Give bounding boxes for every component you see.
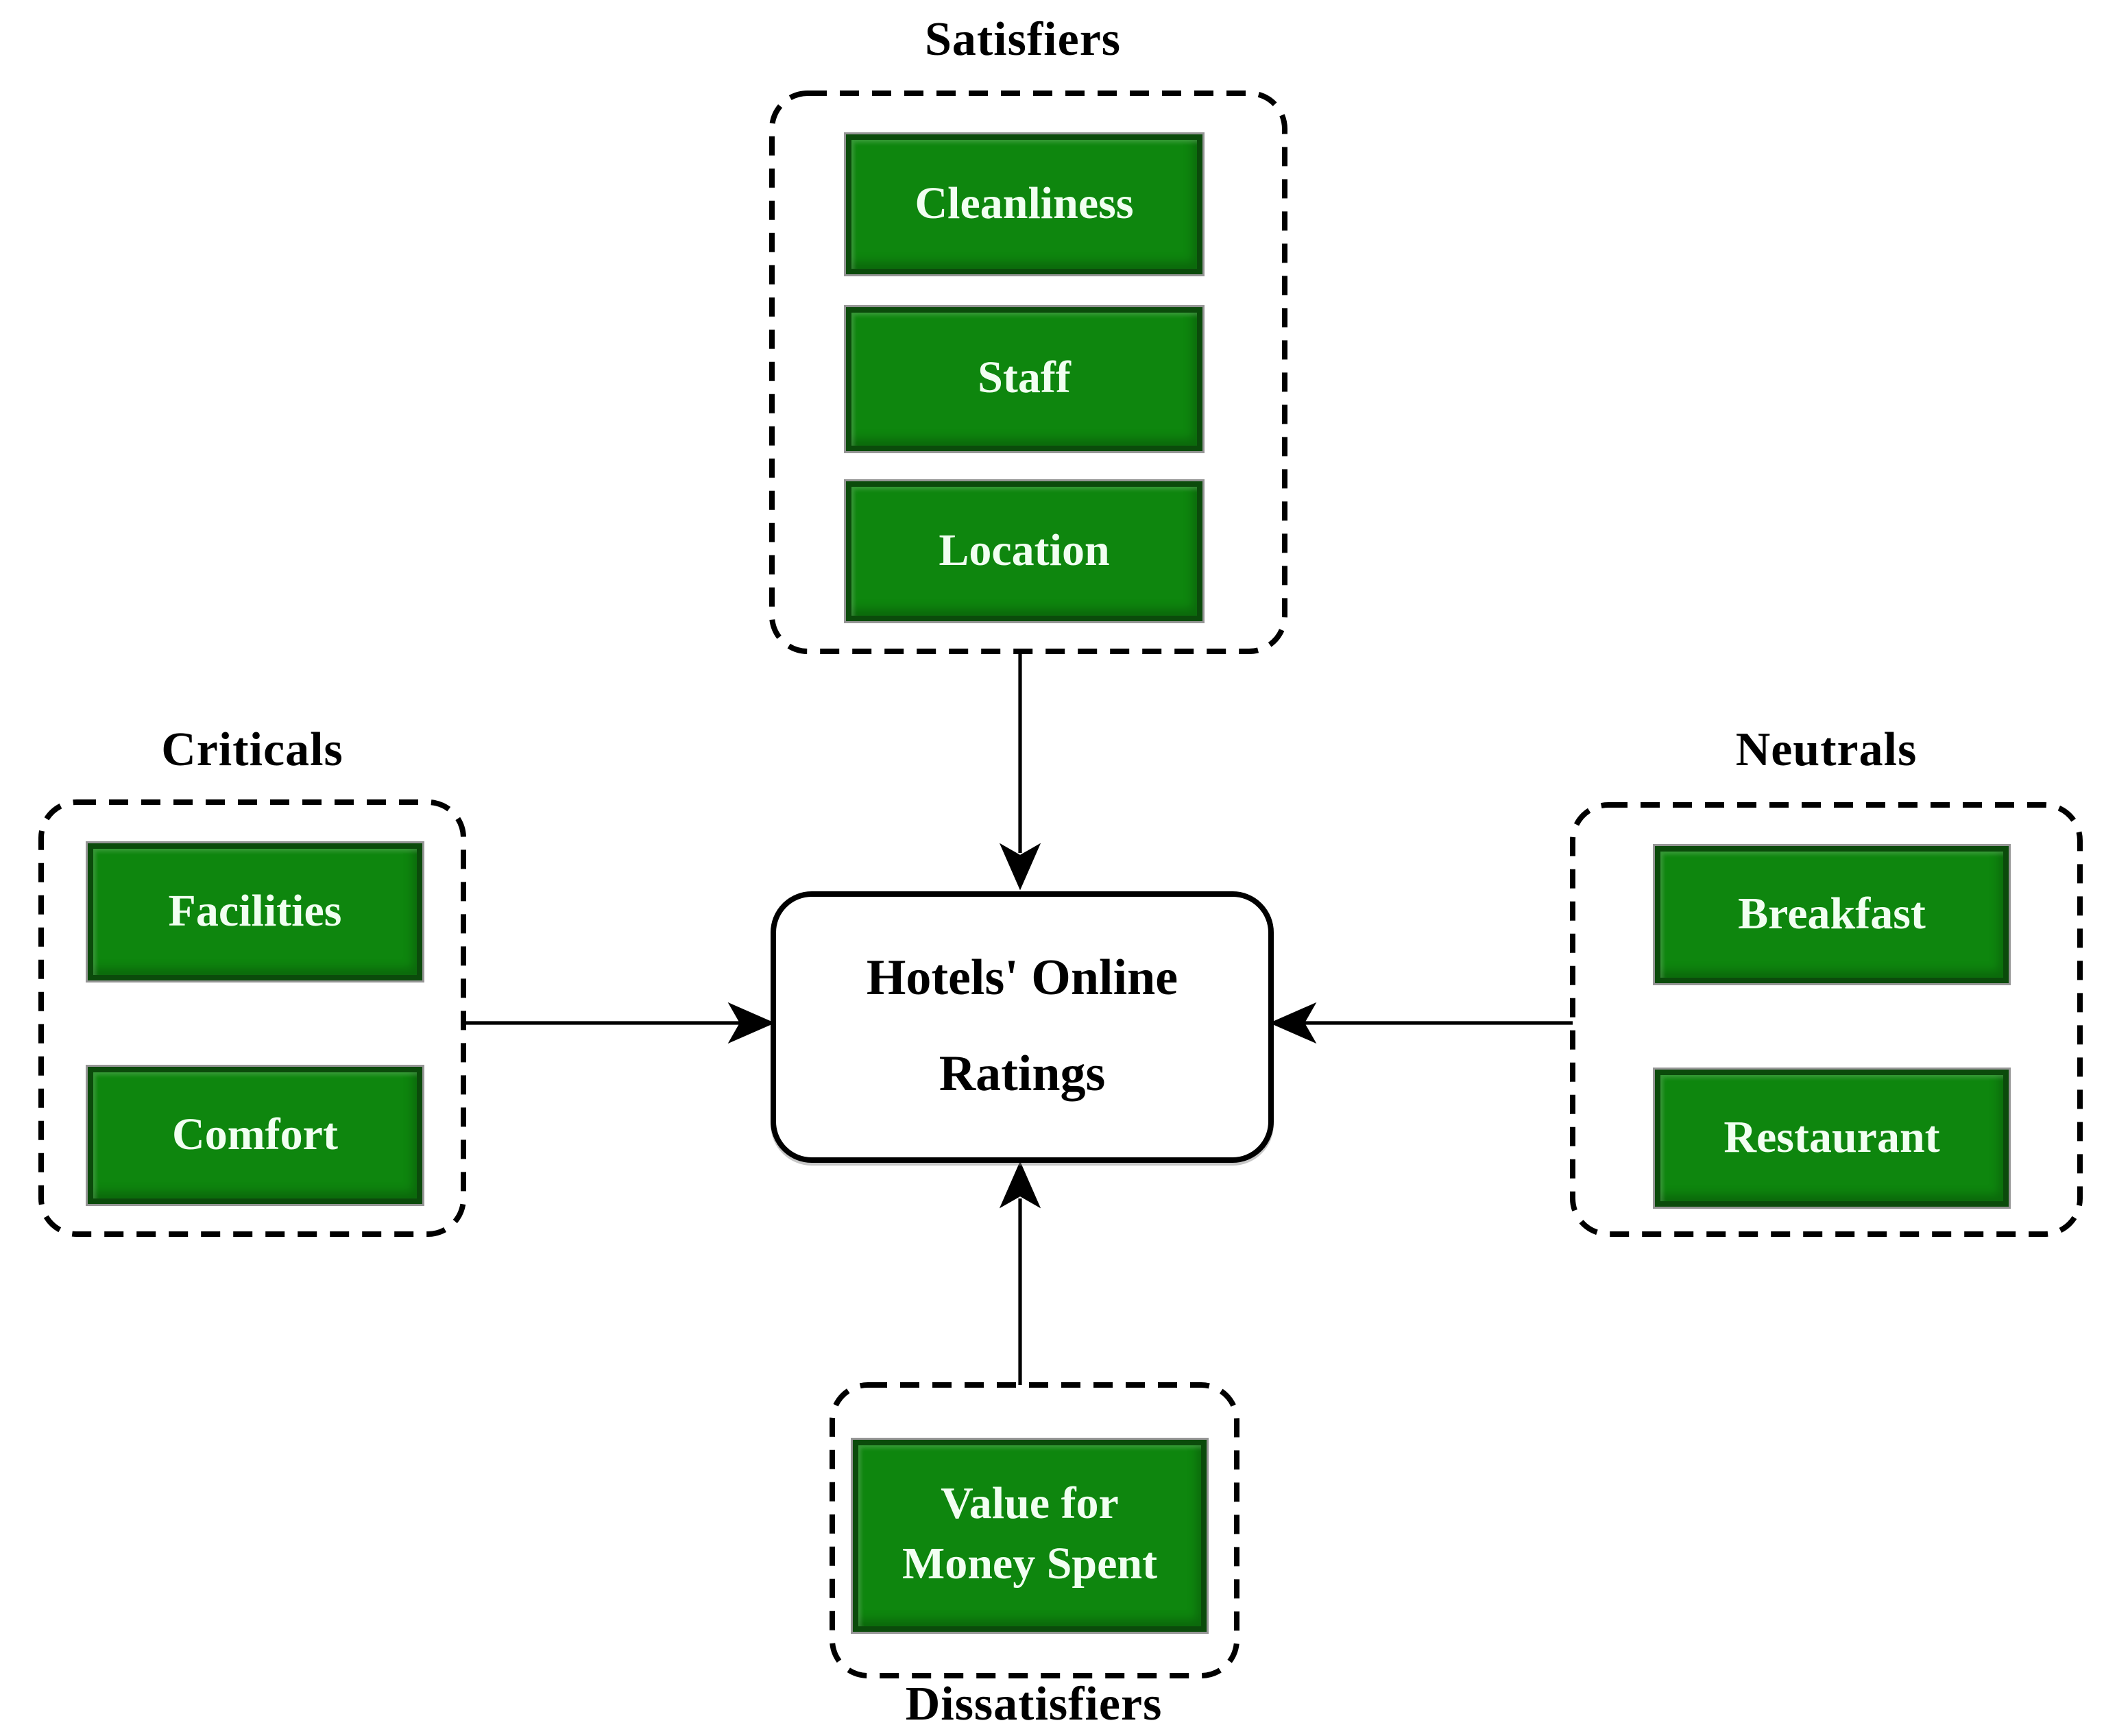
node-restaurant-label: Restaurant [1723, 1113, 1940, 1163]
node-staff-label: Staff [978, 354, 1071, 404]
arrow-satisfiers-to-center-head [999, 843, 1041, 891]
node-restaurant: Restaurant [1655, 1070, 2009, 1207]
node-value-line-2: Money Spent [902, 1540, 1158, 1589]
center-node-line-1: Hotels' Online [866, 950, 1178, 1006]
node-value-for-money-spent-label: Value for Money Spent [893, 1476, 1167, 1595]
node-staff: Staff [846, 307, 1202, 451]
dissatisfiers-group-title: Dissatisfiers [905, 1677, 1163, 1731]
node-location: Location [846, 481, 1202, 621]
arrow-dissatisfiers-to-center-head [999, 1161, 1041, 1209]
node-value-line-1: Value for [941, 1480, 1119, 1530]
center-node-hotels-online-ratings: Hotels' Online Ratings [771, 891, 1274, 1163]
arrow-neutrals-to-center-head [1269, 1002, 1317, 1044]
node-cleanliness: Cleanliness [846, 134, 1202, 274]
satisfiers-group-outline [769, 91, 1287, 654]
criticals-group-outline [38, 799, 466, 1237]
node-facilities: Facilities [88, 843, 422, 980]
node-comfort: Comfort [88, 1067, 422, 1204]
neutrals-group-title: Neutrals [1735, 723, 1918, 776]
node-value-for-money-spent: Value for Money Spent [853, 1440, 1207, 1632]
node-cleanliness-label: Cleanliness [915, 179, 1134, 229]
criticals-group-title: Criticals [161, 723, 343, 776]
node-facilities-label: Facilities [168, 887, 342, 937]
node-comfort-label: Comfort [172, 1110, 338, 1160]
center-node-line-2: Ratings [939, 1046, 1106, 1102]
node-breakfast: Breakfast [1655, 846, 2009, 983]
satisfiers-group-title: Satisfiers [924, 12, 1122, 66]
node-location-label: Location [939, 526, 1110, 576]
dissatisfiers-group-outline [830, 1382, 1239, 1678]
arrow-criticals-to-center-head [727, 1002, 775, 1044]
node-breakfast-label: Breakfast [1738, 889, 1926, 939]
